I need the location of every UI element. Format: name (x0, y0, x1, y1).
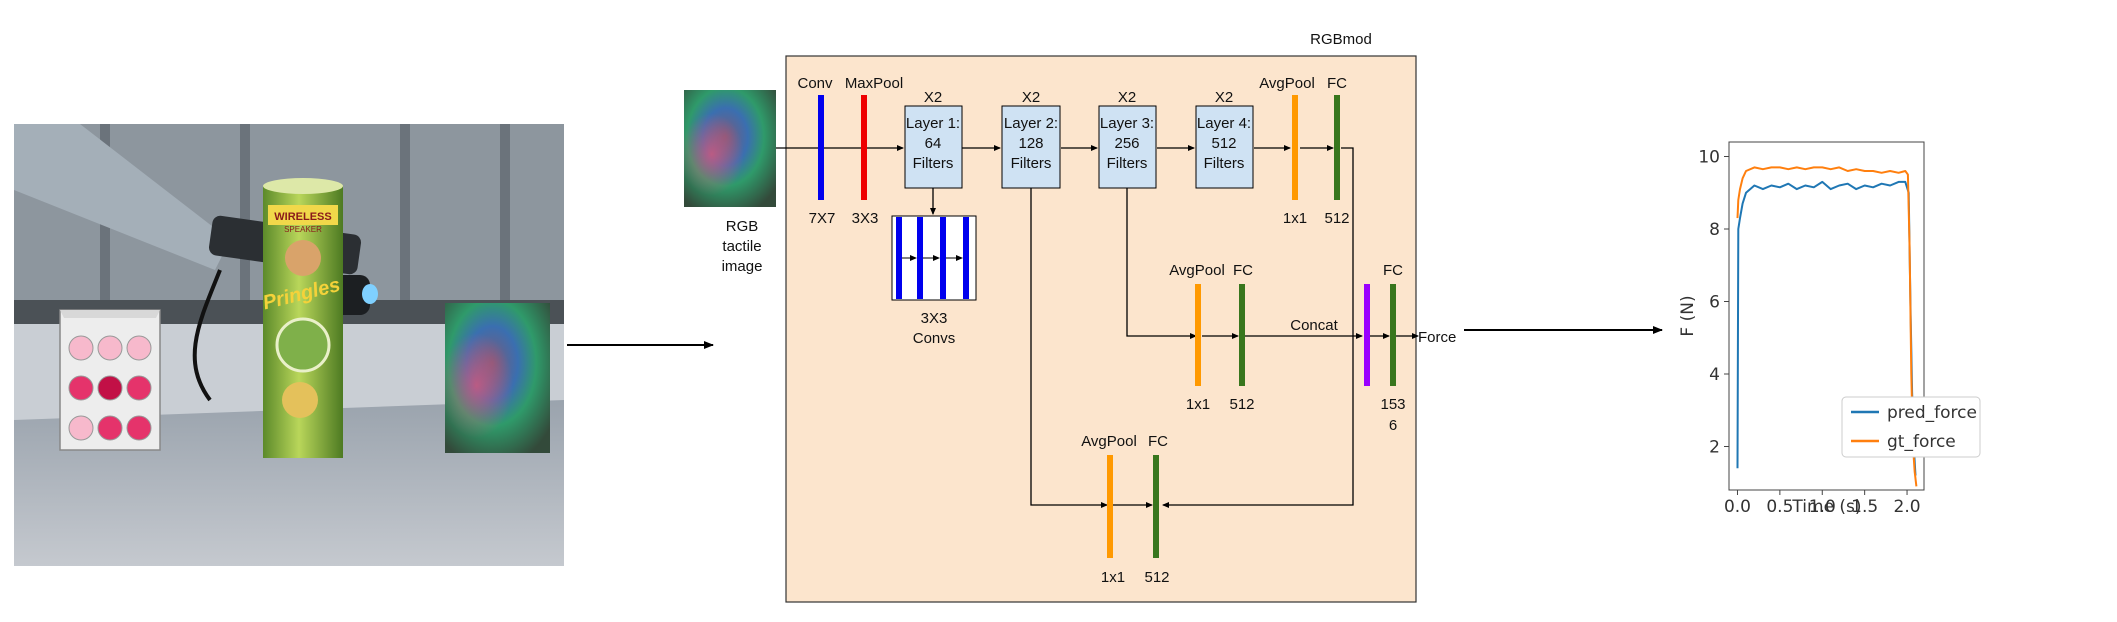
network-diagram: RGBmod RGB tactile image Conv 7X7 MaxPoo… (684, 31, 1456, 603)
layer3-box (1098, 105, 1157, 189)
y-tick-label: 6 (1709, 293, 1720, 313)
x-tick-label: 1.5 (1851, 497, 1878, 517)
can-label-top: WIRELESS (274, 211, 331, 223)
plot-frame (1728, 141, 1925, 491)
final-fc-label: FC (1383, 262, 1403, 279)
layer4-line3: Filters (1204, 155, 1245, 172)
layer1-repeat: X2 (924, 89, 942, 106)
convs-line1: 3X3 (921, 310, 948, 327)
mid-fc-bar (1239, 284, 1245, 386)
taxel-grid-card (59, 309, 161, 451)
mid-fc-label: FC (1233, 262, 1253, 279)
layer4-line1: Layer 4: (1197, 115, 1251, 132)
conv-label: Conv (797, 75, 833, 92)
layer4-line2: 512 (1211, 135, 1236, 152)
top-avgpool-size: 1x1 (1283, 210, 1307, 227)
can-label-sub: SPEAKER (284, 225, 322, 234)
y-tick-label: 4 (1709, 365, 1720, 385)
convs-line2: Convs (913, 330, 956, 347)
tactile-label-3: image (722, 258, 763, 275)
low-avgpool-size: 1x1 (1101, 569, 1125, 586)
y-tick-label: 2 (1709, 438, 1720, 458)
legend-gt-label: gt_force (1887, 432, 1956, 452)
top-avgpool-label: AvgPool (1259, 75, 1315, 92)
final-fc-size-1: 153 (1380, 396, 1405, 413)
layer4-repeat: X2 (1215, 89, 1233, 106)
y-tick-label: 8 (1709, 220, 1720, 240)
concat-label: Concat (1290, 317, 1338, 334)
layer2-line1: Layer 2: (1004, 115, 1058, 132)
layer3-repeat: X2 (1118, 89, 1136, 106)
concat-bar (1364, 284, 1370, 386)
final-fc-size-2: 6 (1389, 417, 1397, 434)
layer1-box (904, 105, 963, 189)
convs-block (891, 215, 977, 301)
mid-avgpool-bar (1195, 284, 1201, 386)
layer3-line1: Layer 3: (1100, 115, 1154, 132)
layer3-line2: 256 (1114, 135, 1139, 152)
maxpool-label: MaxPool (845, 75, 903, 92)
layer1-line1: Layer 1: (906, 115, 960, 132)
x-tick-label: 2.0 (1894, 497, 1921, 517)
tactile-label-1: RGB (726, 218, 759, 235)
x-tick-label: 0.0 (1724, 497, 1751, 517)
top-fc-label: FC (1327, 75, 1347, 92)
output-label: Force (1418, 329, 1456, 346)
mid-avgpool-label: AvgPool (1169, 262, 1225, 279)
layer2-box (1001, 105, 1061, 189)
x-tick-label: 1.0 (1809, 497, 1836, 517)
layer2-line3: Filters (1011, 155, 1052, 172)
top-fc-bar (1334, 95, 1340, 200)
robot-photo: WIRELESS SPEAKER Pringles (14, 124, 564, 566)
legend-pred-label: pred_force (1887, 403, 1977, 423)
layer3-line3: Filters (1107, 155, 1148, 172)
final-fc-bar (1390, 284, 1396, 386)
x-tick-label: 0.5 (1766, 497, 1793, 517)
layer2-repeat: X2 (1022, 89, 1040, 106)
series-line-gt-force (1736, 166, 1918, 487)
low-fc-size: 512 (1144, 569, 1169, 586)
force-chart: 0.0 0.5 1.0 1.5 2.0 2 4 6 8 10 Time (s) F (N) pre… (1678, 141, 1981, 517)
series-line-pred-force (1736, 180, 1917, 476)
top-fc-size: 512 (1324, 210, 1349, 227)
conv-size: 7X7 (809, 210, 836, 227)
low-fc-bar (1153, 455, 1159, 558)
layer4-box (1195, 105, 1254, 189)
layer1-line3: Filters (913, 155, 954, 172)
low-avgpool-bar (1107, 455, 1113, 558)
maxpool-size: 3X3 (852, 210, 879, 227)
top-avgpool-bar (1292, 95, 1298, 200)
tactile-label-2: tactile (722, 238, 761, 255)
conv-bar (818, 95, 824, 200)
mid-fc-size: 512 (1229, 396, 1254, 413)
legend: pred_force gt_force (1841, 396, 1981, 458)
panel-title: RGBmod (1310, 31, 1372, 48)
maxpool-bar (861, 95, 867, 200)
x-axis-label: Time (s) (1791, 497, 1861, 517)
mid-avgpool-size: 1x1 (1186, 396, 1210, 413)
layer2-line2: 128 (1018, 135, 1043, 152)
low-fc-label: FC (1148, 433, 1168, 450)
low-avgpool-label: AvgPool (1081, 433, 1137, 450)
y-tick-label: 10 (1698, 148, 1720, 168)
layer1-line2: 64 (925, 135, 942, 152)
y-axis-label: F (N) (1678, 295, 1698, 336)
